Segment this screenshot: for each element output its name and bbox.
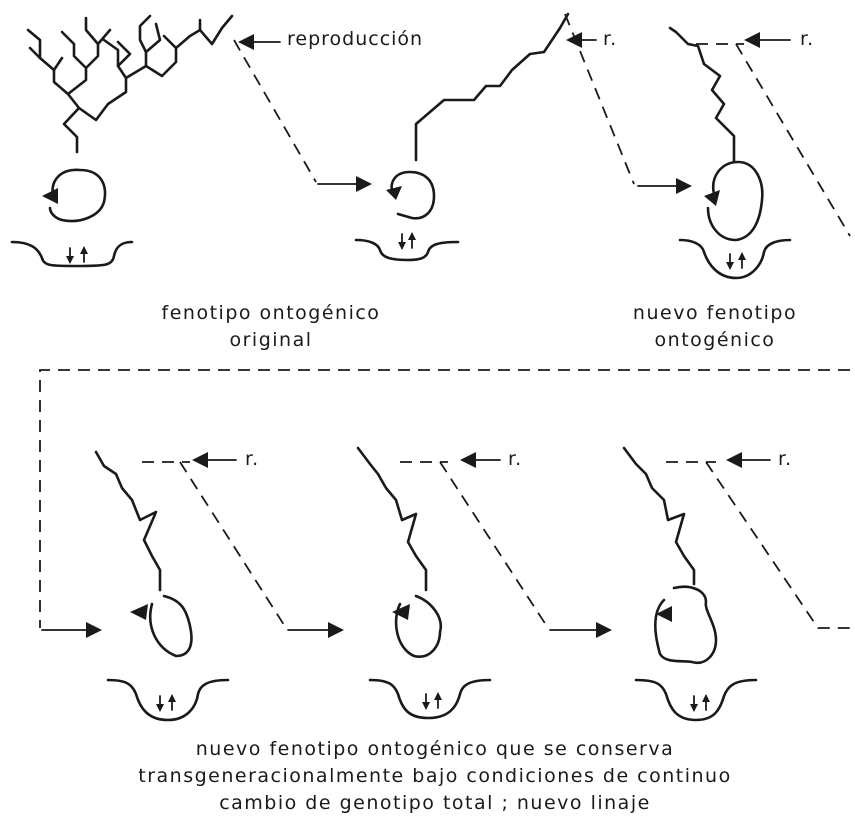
reproduction-abbrev-label: r.: [778, 448, 793, 470]
input-arrow-panel-2: [317, 176, 372, 192]
caption-line: original: [229, 329, 313, 351]
reproduction-abbrev-label: r.: [245, 448, 260, 470]
reproduction-arrow-1: [238, 34, 281, 50]
reproduction-arrow-2: [566, 32, 597, 48]
dashed-transfer-1: [233, 39, 317, 183]
panel-intermediate: [354, 12, 570, 262]
reproduction-label: reproducción: [287, 28, 424, 50]
panel-bottom-1: [94, 450, 230, 722]
dashed-transfer-5: [439, 461, 549, 629]
input-arrow-panel-3: [637, 178, 692, 194]
caption-line: fenotipo ontogénico: [161, 302, 381, 324]
reproduction-abbrev-label: r.: [800, 28, 815, 50]
reproduction-abbrev-label: r.: [508, 448, 523, 470]
caption-bottom: nuevo fenotipo ontogénico que se conserv…: [100, 736, 770, 817]
caption-original-phenotype: fenotipo ontogénico original: [126, 300, 416, 354]
caption-line: nuevo fenotipo: [632, 302, 798, 324]
dashed-transfer-6: [705, 461, 850, 629]
input-arrow-panel-4: [41, 622, 102, 638]
reproduction-arrow-3: [744, 32, 791, 48]
dashed-transfer-3: [735, 43, 851, 237]
caption-line: ontogénico: [654, 329, 776, 351]
reproduction-arrow-6: [726, 452, 771, 468]
dashed-transfer-2: [564, 13, 635, 185]
epigenetic-landscape-basin: [354, 238, 460, 262]
epigenetic-landscape-basin: [10, 240, 134, 268]
caption-new-phenotype: nuevo fenotipo ontogénico: [600, 300, 830, 354]
panel-original: [10, 14, 234, 268]
linear-lineage: [668, 26, 736, 164]
branching-lineage-tree: [26, 14, 234, 154]
reproduction-arrow-5: [460, 452, 501, 468]
development-cycle: [390, 170, 436, 220]
input-arrow-panel-5: [287, 622, 344, 638]
caption-line: cambio de genotipo total ; nuevo linaje: [219, 792, 651, 814]
panel-bottom-2: [356, 446, 492, 720]
development-cycle: [42, 168, 107, 223]
panel-new-phenotype: [668, 26, 792, 280]
dashed-return-line: [39, 369, 850, 628]
input-arrow-panel-6: [549, 622, 612, 638]
dashed-transfer-4: [179, 461, 287, 629]
linear-lineage: [414, 12, 570, 162]
caption-line: transgeneracionalmente bajo condiciones …: [138, 765, 732, 787]
epigenetic-landscape-basin: [678, 238, 792, 280]
reproduction-arrow-4: [192, 452, 237, 468]
caption-line: nuevo fenotipo ontogénico que se conserv…: [195, 738, 675, 760]
reproduction-abbrev-label: r.: [603, 28, 618, 50]
panel-bottom-3: [622, 446, 758, 722]
development-cycle: [706, 160, 764, 242]
